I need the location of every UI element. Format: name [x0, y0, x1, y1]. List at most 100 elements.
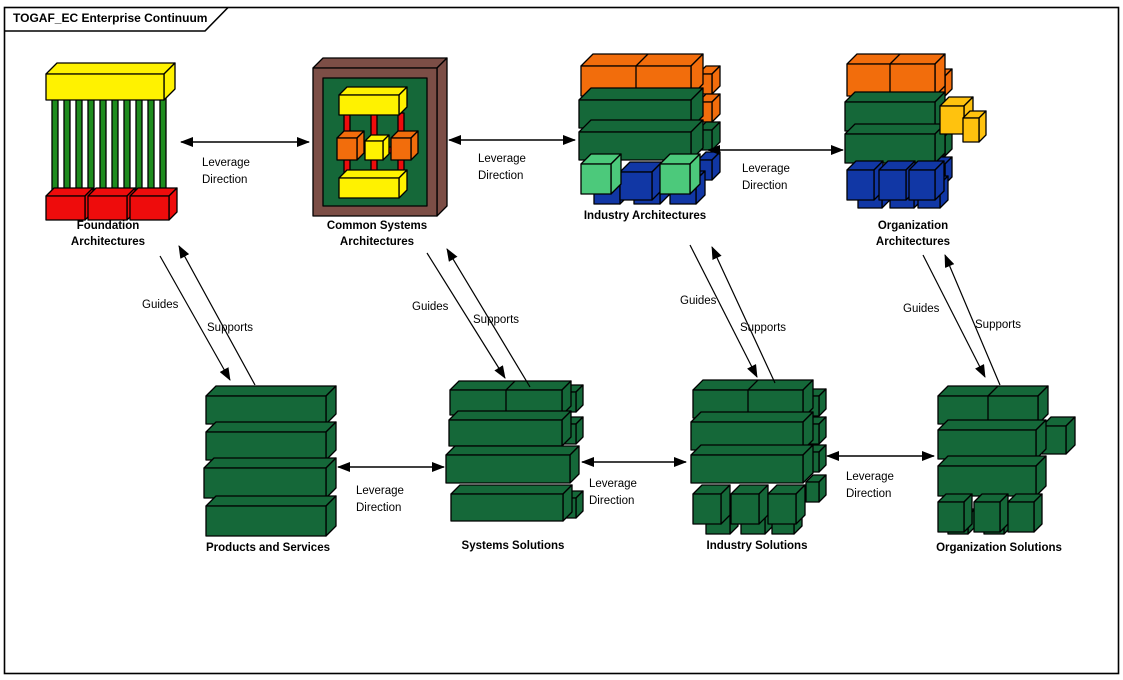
icon-shape [45, 73, 165, 101]
icon-shape [973, 501, 1001, 533]
diagram-frame-border [3, 6, 1120, 675]
guides-connector[interactable] [689, 244, 758, 378]
leverage-direction-label: Leverage Direction [202, 157, 250, 186]
supports-connector[interactable] [944, 254, 1001, 386]
icon-shape [205, 495, 337, 507]
supports-connector[interactable] [178, 245, 256, 386]
icon-shape [445, 454, 571, 484]
foundation-architectures-label: Foundation Architectures [70, 220, 146, 248]
products-and-services-label: Products and Services [206, 542, 330, 554]
icon-shape [450, 493, 564, 522]
supports-arrow-line [178, 245, 256, 386]
icon-shape [205, 431, 327, 461]
icon-shape [129, 195, 170, 221]
supports-connector[interactable] [446, 248, 531, 388]
node-industry-solutions[interactable] [690, 379, 827, 535]
icon-shape [111, 95, 119, 203]
icon-shape [939, 105, 965, 135]
icon-shape [692, 493, 722, 525]
icon-shape [505, 380, 516, 391]
icon-shape [846, 63, 936, 97]
guides-connector[interactable] [426, 252, 506, 379]
node-products-and-services[interactable] [203, 385, 337, 537]
foundation-architectures-icon [45, 62, 178, 221]
supports-label: Supports [975, 319, 1022, 331]
icon-shape [878, 169, 907, 201]
supports-connector[interactable] [711, 246, 776, 384]
icon-shape [203, 457, 337, 469]
icon-shape [87, 195, 128, 221]
icon-shape [336, 137, 358, 161]
icon-shape [844, 123, 946, 135]
icon-shape [436, 57, 448, 217]
icon-shape [937, 429, 1037, 460]
icon-shape [937, 455, 1047, 467]
icon-shape [364, 140, 384, 161]
guides-label: Guides [142, 299, 179, 311]
icon-shape [123, 95, 131, 203]
icon-shape [580, 163, 612, 195]
icon-shape [338, 169, 408, 179]
icon-shape [45, 62, 176, 75]
diagram-title-tab [4, 6, 229, 32]
organization-solutions-icon [937, 385, 1076, 535]
node-foundation-architectures[interactable] [45, 62, 178, 221]
icon-shape [690, 454, 804, 484]
icon-shape [450, 484, 573, 495]
leverage-direction-label: Leverage Direction [478, 153, 526, 182]
common-systems-architectures-label: Common Systems Architectures [326, 220, 428, 248]
icon-shape [937, 501, 965, 533]
icon-shape [205, 505, 327, 537]
icon-shape [1007, 501, 1035, 533]
guides-arrow-line [426, 252, 506, 379]
supports-label: Supports [207, 322, 254, 334]
leverage-direction-label: Leverage Direction [356, 485, 404, 514]
node-systems-solutions[interactable] [445, 380, 584, 522]
icon-shape [312, 57, 448, 69]
node-organization-solutions[interactable] [937, 385, 1076, 535]
industry-architectures-icon [578, 53, 721, 205]
icon-shape [937, 465, 1037, 497]
icon-shape [619, 171, 653, 201]
industry-solutions-label: Industry Solutions [706, 540, 808, 552]
node-organization-architectures[interactable] [844, 53, 987, 209]
supports-arrow-line [446, 248, 531, 388]
icon-shape [659, 163, 691, 195]
icon-shape [730, 493, 760, 525]
icon-shape [846, 169, 875, 201]
icon-shape [87, 95, 95, 203]
icon-shape [962, 117, 980, 143]
guides-connector[interactable] [922, 254, 986, 378]
icon-shape [338, 177, 400, 199]
industry-solutions-icon [690, 379, 827, 535]
icon-shape [889, 53, 901, 65]
icon-shape [578, 119, 704, 133]
icon-shape [445, 445, 580, 456]
leverage-direction-label: Leverage Direction [846, 471, 894, 500]
supports-label: Supports [473, 314, 520, 326]
organization-architectures-icon [844, 53, 987, 209]
guides-connector[interactable] [159, 255, 231, 381]
organization-architectures-label: Organization Architectures [875, 220, 951, 248]
icon-shape [205, 421, 337, 433]
supports-arrow-line [711, 246, 776, 384]
guides-arrow-line [159, 255, 231, 381]
icon-shape [844, 133, 936, 164]
icon-shape [937, 419, 1047, 431]
icon-shape [390, 137, 412, 161]
icon-shape [159, 95, 167, 203]
icon-shape [51, 95, 59, 203]
icon-shape [987, 385, 999, 397]
icon-shape [690, 411, 814, 423]
node-common-systems-architectures[interactable] [312, 57, 448, 217]
common-systems-architectures-icon [312, 57, 448, 217]
node-industry-architectures[interactable] [578, 53, 721, 205]
supports-arrow-line [944, 254, 1001, 386]
icon-shape [846, 53, 946, 65]
icon-shape [844, 91, 946, 103]
icon-shape [205, 385, 337, 397]
icon-shape [203, 467, 327, 499]
icon-shape [448, 410, 572, 421]
icon-shape [747, 379, 759, 391]
